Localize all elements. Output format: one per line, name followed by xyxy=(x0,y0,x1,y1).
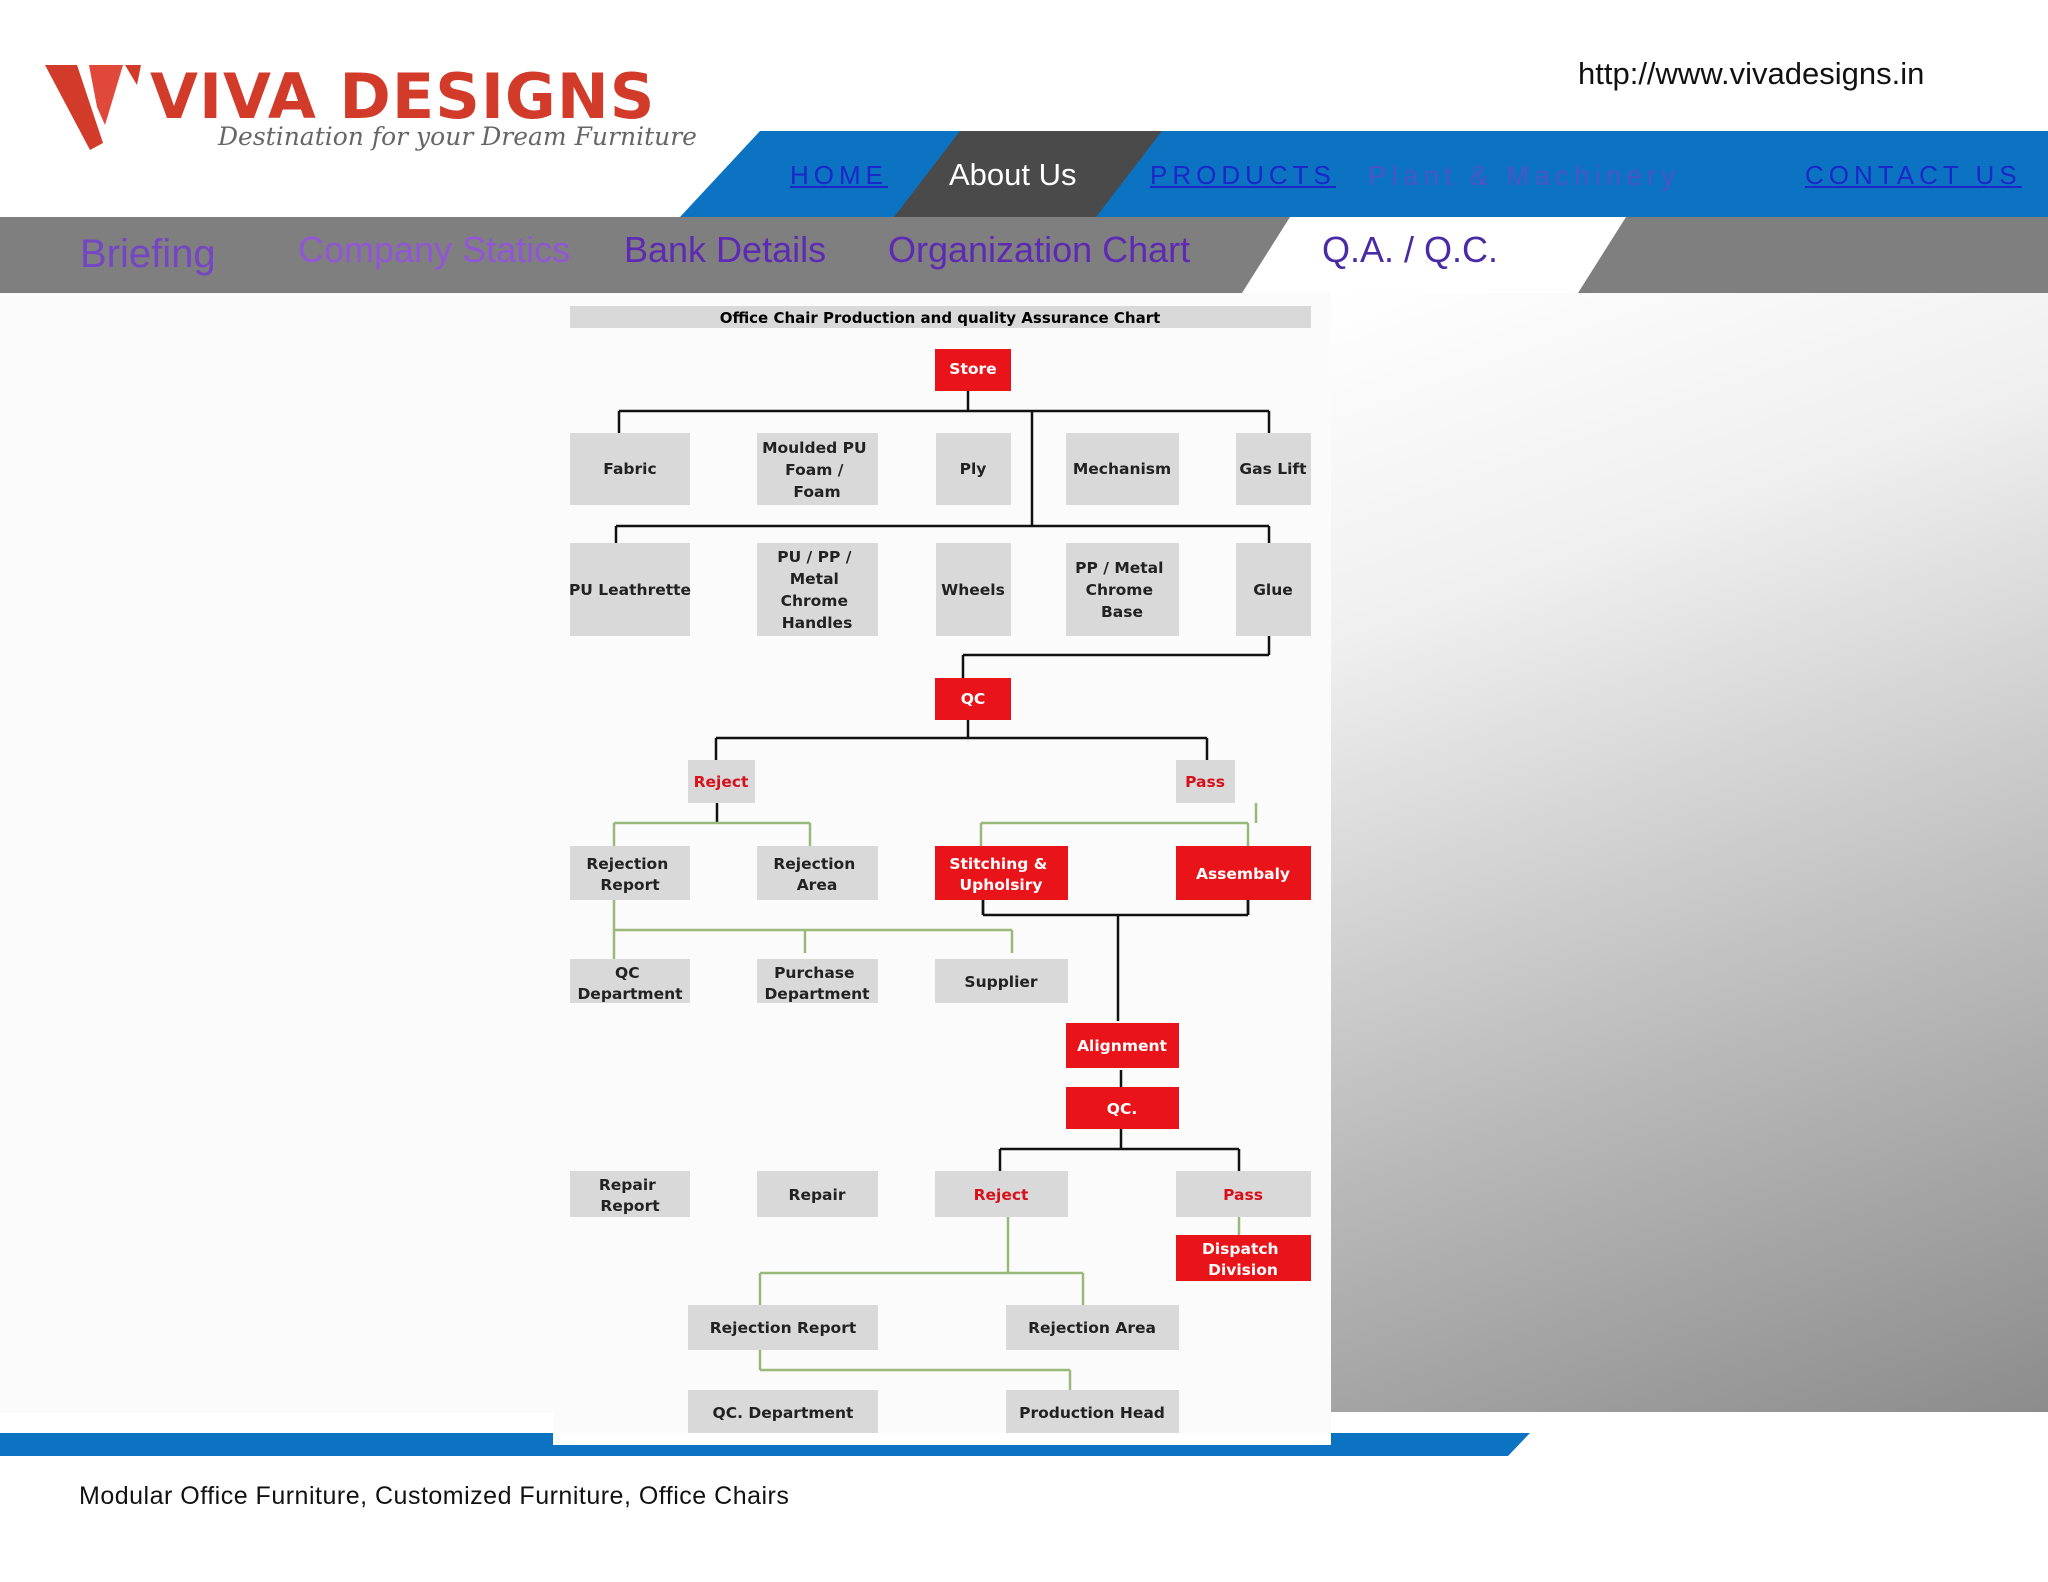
subnav-briefing[interactable]: Briefing xyxy=(80,232,216,276)
box-pass-2: Pass xyxy=(1223,1186,1263,1204)
box-store: Store xyxy=(949,360,996,378)
box-qc-department-2: QC. Department xyxy=(713,1404,855,1422)
box-rejection-report-2: Rejection Report xyxy=(710,1319,857,1337)
box-gas-lift: Gas Lift xyxy=(1239,460,1307,478)
nav-home[interactable]: HOME xyxy=(790,160,888,190)
left-blank-pane xyxy=(0,293,553,1413)
nav-contact-us[interactable]: CONTACT US xyxy=(1805,160,2022,190)
brand-tagline: Destination for your Dream Furniture xyxy=(218,122,697,151)
nav-about-us[interactable]: About Us xyxy=(949,157,1077,192)
box-qc-department-1: QC Department xyxy=(577,964,683,1003)
subnav-company-statics[interactable]: Company Statics xyxy=(298,229,571,270)
box-moulded-pu-foam: Moulded PU Foam / Foam xyxy=(762,439,872,501)
nav-plant-machinery[interactable]: Plant & Machinery xyxy=(1368,160,1681,191)
qa-chart-panel: Office Chair Production and quality Assu… xyxy=(553,293,1331,1445)
production-qa-flow-chart: Office Chair Production and quality Assu… xyxy=(569,306,1311,1435)
box-wheels: Wheels xyxy=(941,581,1005,599)
box-production-head: Production Head xyxy=(1019,1404,1165,1422)
box-dispatch-division: Dispatch Division xyxy=(1202,1240,1284,1279)
gradient-side-panel xyxy=(1331,293,2048,1412)
box-supplier: Supplier xyxy=(964,973,1038,991)
box-rejection-report-1: Rejection Report xyxy=(586,855,673,894)
box-fabric: Fabric xyxy=(603,460,656,478)
box-rejection-area-2: Rejection Area xyxy=(1028,1319,1156,1337)
box-glue: Glue xyxy=(1253,581,1293,599)
subnav-bank-details[interactable]: Bank Details xyxy=(624,229,827,270)
sub-nav-bar xyxy=(0,217,2048,293)
box-handles: PU / PP / Metal Chrome Handles xyxy=(777,548,857,632)
box-mechanism: Mechanism xyxy=(1073,460,1171,478)
site-url[interactable]: http://www.vivadesigns.in xyxy=(1578,56,1925,91)
box-reject-1: Reject xyxy=(694,773,749,791)
footer-text: Modular Office Furniture, Customized Fur… xyxy=(79,1482,790,1510)
viva-logo-icon[interactable] xyxy=(45,55,585,175)
box-repair-report: Repair Report xyxy=(599,1176,661,1215)
box-stitching-upholstery: Stitching & Upholsiry xyxy=(949,855,1052,894)
subnav-organization-chart[interactable]: Organization Chart xyxy=(888,229,1191,270)
box-repair: Repair xyxy=(789,1186,846,1204)
main-nav-bar xyxy=(680,131,2048,217)
box-qc-2: QC. xyxy=(1107,1100,1137,1118)
box-pass-1: Pass xyxy=(1185,773,1225,791)
chart-title: Office Chair Production and quality Assu… xyxy=(720,309,1161,327)
footer-bar xyxy=(0,1433,1530,1456)
box-pu-leathrette: PU Leathrette xyxy=(569,581,691,599)
box-purchase-department: Purchase Department xyxy=(764,964,870,1003)
box-chrome-base: PP / Metal Chrome Base xyxy=(1075,559,1169,621)
box-qc-1: QC xyxy=(961,690,986,708)
brand-name: VIVA DESIGNS xyxy=(150,60,656,133)
box-rejection-area-1: Rejection Area xyxy=(773,855,860,894)
subnav-qa-qc[interactable]: Q.A. / Q.C. xyxy=(1322,229,1499,270)
nav-products[interactable]: PRODUCTS xyxy=(1150,160,1336,190)
box-reject-2: Reject xyxy=(974,1186,1029,1204)
box-assembly: Assembaly xyxy=(1196,865,1290,883)
box-ply: Ply xyxy=(960,460,987,478)
box-alignment: Alignment xyxy=(1077,1037,1167,1055)
